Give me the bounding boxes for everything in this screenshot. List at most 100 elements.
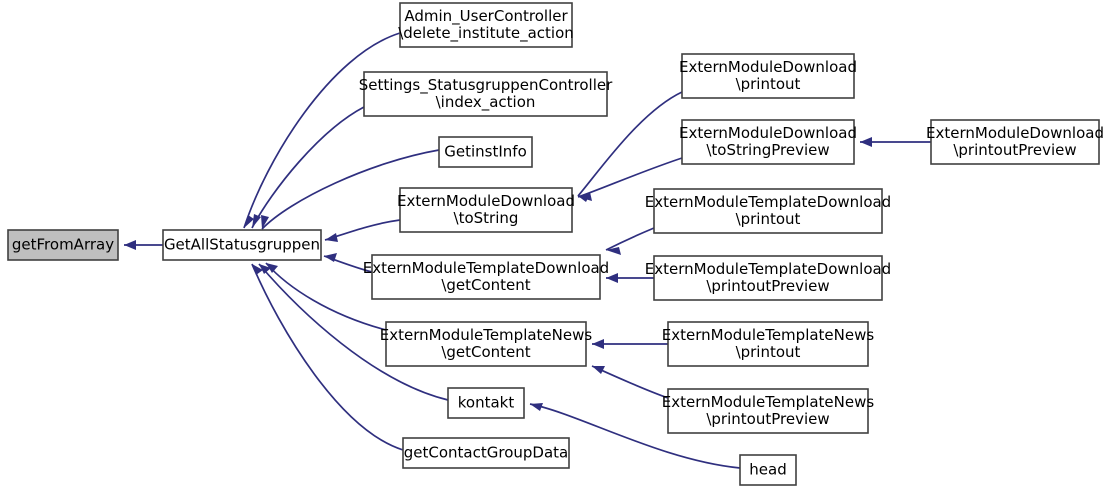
node-box[interactable] [447,387,525,419]
node-label-line: \printout [736,75,801,93]
call-edge [529,403,741,469]
arrowhead-icon [259,264,271,274]
node-label-line: \printout [736,210,801,228]
node-label-line: ExternModuleTemplateNews [662,393,875,411]
arrowhead-icon [606,247,621,255]
graph-node-getContactGroupData[interactable]: getContactGroupData [402,437,570,469]
node-label-line: GetinstInfo [444,143,527,161]
graph-node-ExternModuleDownload_toStringPreview[interactable]: ExternModuleDownload\toStringPreview [679,119,857,165]
node-label-line: \delete_institute_action [398,24,574,43]
node-label-line: Admin_UserController [404,7,568,26]
arrowhead-icon [252,264,263,275]
node-box[interactable] [739,454,797,486]
graph-node-ExternModuleDownload_toString[interactable]: ExternModuleDownload\toString [397,187,575,233]
call-edge [261,149,440,230]
graph-node-GetinstInfo[interactable]: GetinstInfo [438,136,533,168]
node-label-line: ExternModuleDownload [397,192,575,210]
arrowhead-icon [592,339,604,349]
node-box[interactable] [653,188,883,234]
node-box[interactable] [385,321,587,367]
graph-node-kontakt[interactable]: kontakt [447,387,525,419]
node-label-line: ExternModuleTemplateNews [662,326,875,344]
node-box[interactable] [681,119,855,165]
edge-line [605,227,655,251]
arrowhead-icon [252,214,261,228]
node-label-line: ExternModuleTemplateNews [380,326,593,344]
graph-node-Admin_UserController_delete_institute_action[interactable]: Admin_UserController\delete_institute_ac… [398,2,574,48]
arrowhead-icon [592,366,605,374]
node-label-line: ExternModuleTemplateDownload [363,259,609,277]
call-edge [860,137,931,147]
node-label-line: getContactGroupData [404,444,568,462]
edge-line [251,106,365,229]
arrowhead-icon [325,233,338,242]
node-label-line: GetAllStatusgruppen [164,236,320,254]
node-label-line: ExternModuleDownload [926,124,1104,142]
node-box[interactable] [162,229,322,261]
node-box[interactable] [438,136,533,168]
edge-line [258,263,449,401]
graph-node-ExternModuleTemplateNews_getContent[interactable]: ExternModuleTemplateNews\getContent [380,321,593,367]
arrowhead-icon [261,215,269,229]
graph-node-ExternModuleTemplateDownload_getContent[interactable]: ExternModuleTemplateDownload\getContent [363,254,609,300]
graph-node-ExternModuleTemplateDownload_printout[interactable]: ExternModuleTemplateDownload\printout [645,188,891,234]
node-label-line: \printoutPreview [953,141,1076,159]
node-box[interactable] [399,187,573,233]
node-label-line: kontakt [458,394,515,412]
arrowhead-icon [530,403,543,411]
call-edge [591,365,669,399]
call-edge [605,227,655,255]
node-label-line: Settings_StatusgruppenController [359,76,613,95]
arrowhead-icon [606,273,618,283]
edge-line [261,149,440,230]
call-edge [324,219,401,242]
call-edge [251,106,365,229]
edge-line [577,91,683,197]
node-box[interactable] [653,255,883,301]
edge-line [265,262,387,331]
node-label-line: \getContent [441,343,530,361]
node-box[interactable] [930,119,1100,165]
call-edge [577,157,683,201]
graph-node-ExternModuleTemplateNews_printoutPreview[interactable]: ExternModuleTemplateNews\printoutPreview [662,388,875,434]
graph-node-Settings_StatusgruppenController_index_action[interactable]: Settings_StatusgruppenController\index_a… [359,71,613,117]
graph-node-ExternModuleTemplateNews_printout[interactable]: ExternModuleTemplateNews\printout [662,321,875,367]
call-edge [124,240,163,250]
call-edge [251,263,404,451]
node-box[interactable] [681,53,855,99]
node-label-line: head [749,461,786,479]
node-box[interactable] [371,254,601,300]
graph-node-GetAllStatusgruppen[interactable]: GetAllStatusgruppen [162,229,322,261]
arrowhead-icon [244,215,254,228]
node-box[interactable] [667,321,869,367]
node-box[interactable] [7,229,119,261]
call-edge [323,253,373,273]
arrowhead-icon [578,192,592,201]
graph-node-ExternModuleDownload_printout[interactable]: ExternModuleDownload\printout [679,53,857,99]
node-label-line: \index_action [436,93,536,112]
graph-node-ExternModuleTemplateDownload_printoutPreview[interactable]: ExternModuleTemplateDownload\printoutPre… [645,255,891,301]
node-box[interactable] [399,2,573,48]
node-label-line: ExternModuleDownload [679,124,857,142]
arrowhead-icon [860,137,872,147]
node-label-line: ExternModuleDownload [679,58,857,76]
node-box[interactable] [363,71,608,117]
node-label-line: \getContent [441,276,530,294]
graph-node-head[interactable]: head [739,454,797,486]
call-edge [606,273,654,283]
call-edge [258,263,449,401]
graph-node-ExternModuleDownload_printoutPreview[interactable]: ExternModuleDownload\printoutPreview [926,119,1104,165]
arrowhead-icon [324,253,337,262]
node-label-line: \toStringPreview [706,141,829,159]
edge-line [591,365,669,399]
call-edge [592,339,668,349]
arrowhead-icon [266,263,278,273]
graph-node-getFromArray[interactable]: getFromArray [7,229,119,261]
node-label-line: ExternModuleTemplateDownload [645,260,891,278]
node-box[interactable] [402,437,570,469]
call-edge [265,262,387,331]
arrowhead-icon [124,240,136,250]
node-box[interactable] [667,388,869,434]
